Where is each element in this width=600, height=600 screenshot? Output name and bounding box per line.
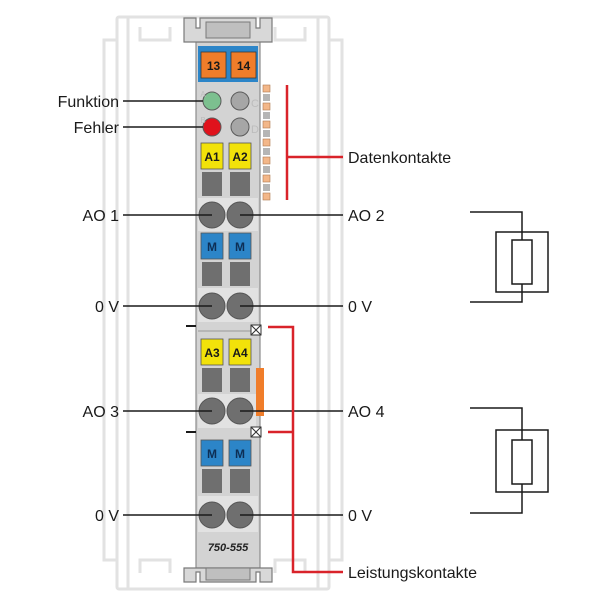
terminal-14-label: 14 [237,59,251,73]
led-c [230,91,250,111]
label-ao2: AO 2 [348,208,385,225]
data-contact-pins [262,84,271,201]
label-fehler: Fehler [74,120,120,137]
label-datenkontakte: Datenkontakte [348,150,451,167]
led-letter-b: B [200,116,205,125]
data-contact-pins-grey [263,94,270,191]
terminal-13-label: 13 [207,59,221,73]
label-0v-right-2: 0 V [348,508,372,525]
led-funktion [202,91,222,111]
label-0v-left-1: 0 V [95,299,119,316]
top-terminal-block: 13 14 [198,46,258,82]
tag-m2: M [235,240,245,254]
upper-channel-group: A1 A2 M M [198,142,258,322]
power-jumper-top [250,324,262,336]
power-jumper-bottom [250,426,262,438]
led-fehler [202,117,222,137]
label-0v-left-2: 0 V [95,508,119,525]
leistungskontakte-bracket [268,325,343,574]
tag-a1: A1 [204,150,220,164]
load-symbol-1 [470,211,549,303]
label-ao1: AO 1 [83,208,120,225]
label-ao4: AO 4 [348,404,385,421]
label-leistungskontakte: Leistungskontakte [348,565,477,582]
led-letter-d: D [251,124,259,136]
tag-a4: A4 [232,346,248,360]
tag-m1: M [207,240,217,254]
part-number: 750-555 [208,542,249,554]
load-symbol-2 [470,407,549,514]
led-letter-c: C [251,98,259,110]
din-rail-outline [102,15,344,591]
label-ao3: AO 3 [83,404,120,421]
label-0v-right-1: 0 V [348,299,372,316]
tag-a3: A3 [204,346,220,360]
led-panel: A C B D [200,90,259,137]
power-contact-strip [256,368,264,416]
led-letter-a: A [200,90,206,99]
tag-a2: A2 [232,150,248,164]
tag-m4: M [235,447,245,461]
tag-m3: M [207,447,217,461]
datenkontakte-bracket [285,85,343,200]
label-funktion: Funktion [58,94,119,111]
led-d [230,117,250,137]
